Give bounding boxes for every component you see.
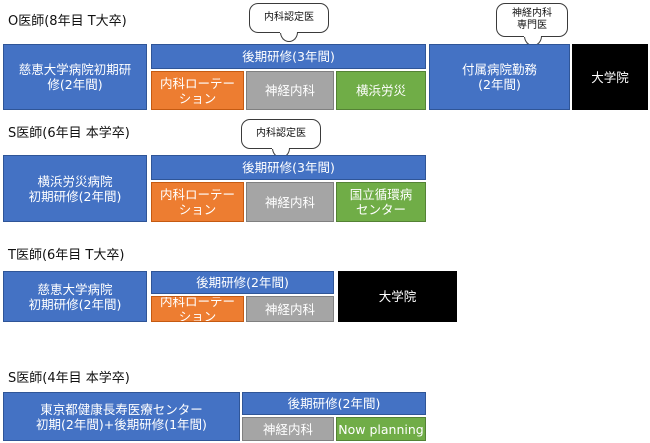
row1-late-training-bar: 後期研修(3年間) — [151, 44, 426, 69]
row1-post-block-daigakuin: 大学院 — [572, 44, 648, 110]
row-label-doctor-o: O医師(8年目 T大卒) — [8, 14, 127, 29]
row1-post-block-fuzoku-byoin: 付属病院勤務 (2年間) — [429, 44, 570, 110]
callout-tail-row1-a — [280, 29, 298, 42]
row1-rotation-shinkei-naika: 神経内科 — [246, 71, 334, 110]
callout-naika-nintei-row1: 内科認定医 — [249, 3, 329, 33]
row2-rotation-shinkei-naika: 神経内科 — [246, 182, 334, 222]
row1-initial-training-block: 慈恵大学病院初期研 修(2年間) — [3, 44, 147, 110]
row-label-doctor-s4: S医師(4年目 本学卒) — [8, 371, 130, 386]
row4-rotation-now-planning: Now planning — [336, 417, 426, 441]
row2-rotation-naika: 内科ローテー ション — [151, 182, 244, 222]
row3-rotation-naika: 内科ローテー ション — [151, 296, 244, 322]
row4-initial-training-block: 東京都健康長寿医療センター 初期(2年間)+後期研修(1年間) — [3, 392, 240, 441]
row2-initial-training-block: 横浜労災病院 初期研修(2年間) — [3, 155, 147, 222]
row2-late-training-bar: 後期研修(3年間) — [151, 155, 426, 180]
row-label-doctor-s6: S医師(6年目 本学卒) — [8, 126, 130, 141]
row4-late-training-bar: 後期研修(2年間) — [242, 392, 426, 415]
row3-post-block-daigakuin: 大学院 — [338, 271, 457, 322]
row3-rotation-shinkei-naika: 神経内科 — [246, 296, 334, 322]
row3-late-training-bar: 後期研修(2年間) — [151, 271, 334, 294]
callout-shinkei-senmon-row1: 神経内科 専門医 — [496, 3, 568, 37]
row4-rotation-shinkei-naika: 神経内科 — [242, 417, 334, 441]
row1-rotation-yokohama-rosai: 横浜労災 — [336, 71, 426, 110]
row2-rotation-kokuritsu-junkan: 国立循環病 センター — [336, 182, 426, 222]
row3-initial-training-block: 慈恵大学病院 初期研修(2年間) — [3, 271, 147, 322]
row-label-doctor-t: T医師(6年目 T大卒) — [8, 248, 125, 263]
row1-rotation-naika: 内科ローテー ション — [151, 71, 244, 110]
